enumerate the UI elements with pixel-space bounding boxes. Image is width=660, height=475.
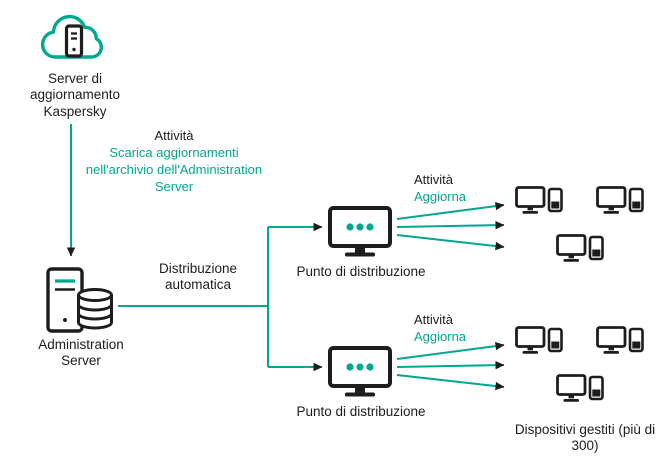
managed-device-pair-icon	[515, 326, 563, 361]
server-tower-icon	[46, 267, 84, 333]
managed-devices-label: Dispositivi gestiti (più di 300)	[514, 422, 656, 454]
download-task-body: Scarica aggiornamenti nell'archivio dell…	[85, 144, 263, 194]
download-task: Attività Scarica aggiornamenti nell'arch…	[85, 128, 263, 196]
desktop-and-phone-icon	[596, 326, 644, 356]
managed-device-pair-icon	[556, 374, 604, 409]
desktop-and-phone-icon	[515, 326, 563, 356]
managed-device-pair-icon	[515, 186, 563, 221]
update-task-2-title: Attività	[414, 312, 454, 327]
monitor-with-dots-icon	[328, 206, 392, 260]
dp2-device-arrow-3	[396, 374, 505, 391]
distribution-point-2-label: Punto di distribuzione	[296, 404, 426, 419]
server-in-cloud-icon	[64, 24, 84, 58]
dp1-device-arrow-2	[396, 220, 505, 230]
server-with-database-icon	[46, 267, 113, 333]
monitor-with-dots-icon	[328, 346, 392, 400]
admin-server-label: Administration Server	[38, 337, 124, 369]
update-task-1: Attività Aggiorna	[414, 172, 466, 206]
managed-device-pair-icon	[556, 234, 604, 269]
update-task-1-title: Attività	[414, 172, 454, 187]
desktop-and-phone-icon	[556, 374, 604, 404]
distribution-point-2-icon	[328, 346, 392, 405]
dp2-device-arrow-2	[396, 360, 505, 370]
distribution-point-1-label: Punto di distribuzione	[296, 264, 426, 279]
download-task-title: Attività	[154, 128, 194, 143]
dp2-device-arrow-1	[396, 341, 505, 360]
update-server-label: Server di aggiornamento Kaspersky	[29, 71, 121, 119]
managed-device-pair-icon	[596, 326, 644, 361]
desktop-and-phone-icon	[556, 234, 604, 264]
kaspersky-update-server-icon	[38, 8, 110, 75]
update-task-2: Attività Aggiorna	[414, 312, 466, 346]
administration-server-icon	[44, 266, 118, 339]
distribution-point-1-icon	[328, 206, 392, 265]
dp1-device-arrow-1	[396, 201, 505, 220]
dp1-device-arrow-3	[396, 234, 505, 251]
auto-distribution-label: Distribuzione automatica	[158, 261, 238, 293]
cloud-server-icon	[40, 14, 104, 59]
database-stack-icon	[77, 288, 113, 330]
desktop-and-phone-icon	[596, 186, 644, 216]
update-task-2-body: Aggiorna	[414, 328, 467, 344]
update-task-1-body: Aggiorna	[414, 188, 467, 204]
desktop-and-phone-icon	[515, 186, 563, 216]
managed-device-pair-icon	[596, 186, 644, 221]
